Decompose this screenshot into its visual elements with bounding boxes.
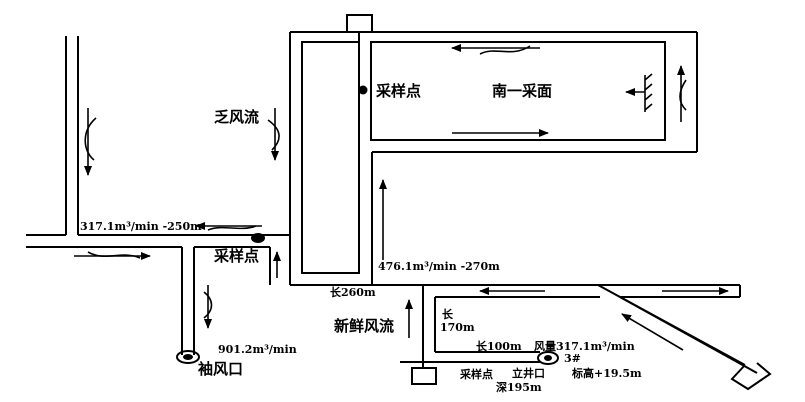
stale-air-label: 乏风流 bbox=[214, 108, 259, 126]
wave-stale-down bbox=[267, 119, 280, 151]
sampling-dot-top bbox=[358, 85, 368, 95]
airflow-arrows bbox=[74, 44, 729, 351]
wave-horizontal-left bbox=[207, 225, 257, 231]
sampling-dot-mid bbox=[251, 233, 265, 243]
inner-pillar bbox=[301, 41, 360, 274]
return-outlet-symbol bbox=[176, 350, 200, 364]
arrow-diagonal-up bbox=[621, 313, 684, 351]
fresh-air-label: 新鲜风流 bbox=[334, 317, 394, 335]
wave-horizontal-right bbox=[87, 251, 141, 259]
inclined-roadway bbox=[597, 284, 772, 391]
main-horizontal-roadway bbox=[26, 234, 290, 248]
shaft-mouth-label: 立井口 bbox=[512, 366, 545, 380]
length-170-label-a: 长 bbox=[442, 307, 454, 321]
depth-label: 深195m bbox=[496, 380, 542, 394]
face-name-label: 南一采面 bbox=[492, 82, 552, 100]
stale-air-airway bbox=[269, 32, 291, 285]
shaft-number-label: 3# bbox=[564, 352, 581, 365]
wave-return-down bbox=[203, 291, 213, 319]
sampling-point-bottom-label: 采样点 bbox=[459, 367, 493, 381]
shaft-3-symbol bbox=[537, 351, 559, 365]
wave-right-up bbox=[679, 79, 687, 111]
length-170-label-b: 170m bbox=[440, 321, 475, 334]
flow-left-label: 317.1m³/min -250m bbox=[80, 220, 202, 233]
wave-top-left bbox=[479, 45, 531, 55]
lower-right-roadway bbox=[372, 284, 741, 298]
left-vertical-airway bbox=[65, 36, 79, 235]
coal-face-panel bbox=[370, 41, 666, 141]
return-branch-airway bbox=[181, 247, 195, 355]
sampling-point-top-label: 采样点 bbox=[375, 82, 421, 100]
elevation-label: 标高+19.5m bbox=[571, 366, 642, 380]
flow-right-label: 476.1m³/min -270m bbox=[378, 260, 500, 273]
air-volume-label: 风量317.1m³/min bbox=[534, 339, 635, 353]
return-outlet-label: 袖风口 bbox=[198, 360, 243, 378]
length-100-label: 长100m bbox=[476, 339, 522, 353]
wave-left-down bbox=[84, 117, 97, 161]
length-260-label: 长260m bbox=[330, 285, 376, 299]
top-shaft-cap bbox=[346, 14, 373, 42]
sampling-point-mid-label: 采样点 bbox=[213, 247, 259, 265]
mining-area-outline bbox=[290, 31, 698, 286]
flow-bottom-label: 901.2m³/min bbox=[218, 343, 297, 356]
regulator-symbol bbox=[644, 73, 653, 112]
bottom-shaft-cap bbox=[411, 362, 437, 385]
